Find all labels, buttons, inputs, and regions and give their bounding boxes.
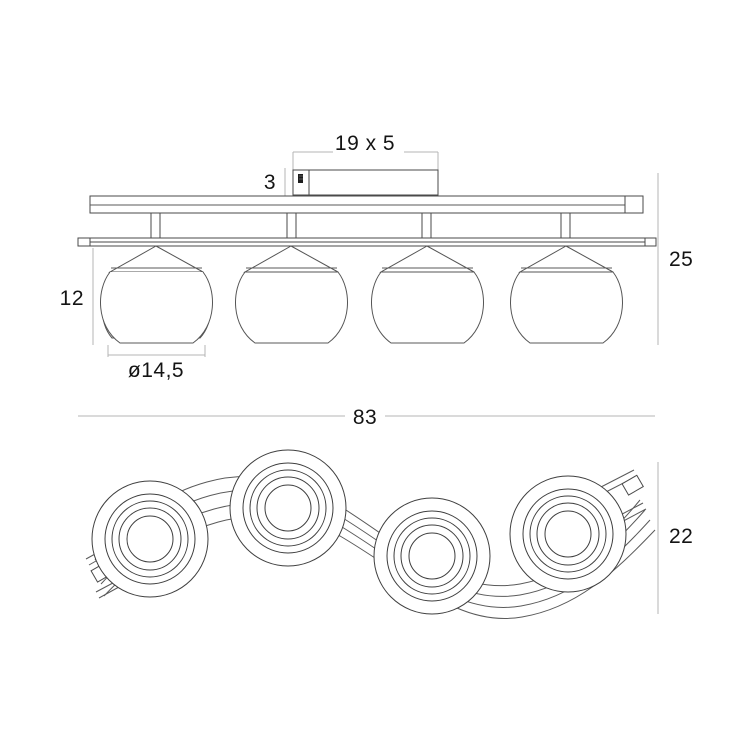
shade-diameter-label: ø14,5 bbox=[128, 359, 184, 382]
canopy-height-dimension: 3 bbox=[264, 168, 286, 196]
fixture-depth-label: 22 bbox=[669, 525, 693, 548]
canopy-width-dimension: 19 x 5 bbox=[292, 132, 439, 170]
fixture-depth-dimension: 22 bbox=[657, 462, 693, 614]
fixture-height-dimension: 25 bbox=[657, 173, 693, 345]
canopy-height-label: 3 bbox=[264, 171, 276, 194]
shade-height-dimension: 12 bbox=[60, 248, 94, 345]
lamp-stems bbox=[150, 212, 571, 241]
plan-view-group: 22 bbox=[85, 449, 693, 619]
ceiling-canopy bbox=[292, 169, 439, 196]
fixture-width-label: 83 bbox=[353, 406, 377, 429]
plan-spot-1 bbox=[91, 480, 209, 598]
plan-spot-2 bbox=[229, 449, 347, 567]
plan-spot-3 bbox=[373, 497, 491, 615]
main-top-bar bbox=[89, 195, 644, 214]
fixture-width-dimension: 83 bbox=[78, 406, 655, 429]
lamp-shade-4 bbox=[510, 245, 623, 344]
shade-height-label: 12 bbox=[60, 287, 84, 310]
lamp-shade-1 bbox=[100, 245, 213, 344]
plan-spot-4 bbox=[509, 475, 627, 593]
lamp-shade-2 bbox=[235, 245, 348, 344]
lamp-shade-3 bbox=[371, 245, 484, 344]
front-view-group: 19 x 5 3 bbox=[60, 132, 693, 429]
shade-diameter-dimension: ø14,5 bbox=[107, 345, 206, 382]
canopy-width-label: 19 x 5 bbox=[335, 132, 395, 155]
fixture-height-label: 25 bbox=[669, 248, 693, 271]
lower-rail bbox=[77, 237, 657, 247]
